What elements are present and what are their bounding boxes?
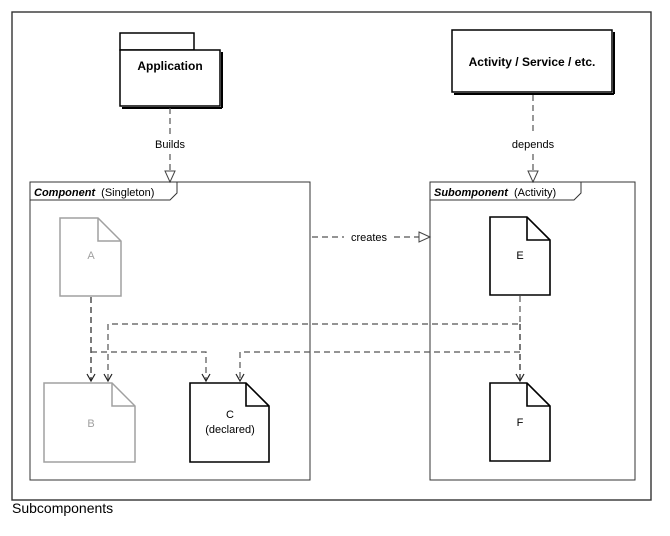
arrow-a-to-c bbox=[91, 351, 211, 383]
subcomponent-qualifier: (Activity) bbox=[514, 187, 556, 199]
depends-edge: depends bbox=[512, 95, 555, 184]
document-c: C (declared) bbox=[189, 382, 270, 463]
svg-text:Subomponent (Activity): Subomponent (Activity) bbox=[434, 187, 556, 199]
depends-label: depends bbox=[512, 139, 555, 151]
svg-text:Component (Singleton): Component (Singleton) bbox=[34, 187, 154, 199]
builds-edge: Builds bbox=[155, 108, 185, 184]
dependency-arrows bbox=[86, 296, 525, 383]
document-a: A bbox=[59, 217, 122, 297]
subcomponent-frame: Subomponent (Activity) bbox=[429, 181, 636, 481]
document-e-label: E bbox=[516, 250, 523, 262]
arrow-to-c-from-subcomponent bbox=[235, 351, 520, 383]
document-f-label: F bbox=[517, 417, 524, 429]
diagram-caption: Subcomponents bbox=[12, 500, 114, 516]
creates-edge: creates bbox=[312, 231, 432, 244]
subcomponent-name: Subomponent bbox=[434, 187, 509, 199]
activity-label: Activity / Service / etc. bbox=[469, 55, 596, 69]
document-b-label: B bbox=[87, 418, 94, 430]
builds-label: Builds bbox=[155, 139, 185, 151]
document-c-sublabel: (declared) bbox=[205, 424, 255, 436]
component-qualifier: (Singleton) bbox=[101, 187, 154, 199]
document-f: F bbox=[489, 382, 551, 462]
component-frame: Component (Singleton) bbox=[29, 181, 311, 481]
outer-frame bbox=[11, 11, 652, 501]
application-label: Application bbox=[137, 59, 202, 73]
application-node: Application bbox=[119, 32, 223, 109]
document-b: B bbox=[43, 382, 136, 463]
component-name: Component bbox=[34, 187, 96, 199]
activity-node: Activity / Service / etc. bbox=[451, 29, 615, 95]
creates-label: creates bbox=[351, 232, 388, 244]
document-c-label: C bbox=[226, 409, 234, 421]
arrow-e-to-b bbox=[103, 296, 521, 383]
document-e: E bbox=[489, 216, 551, 296]
document-a-label: A bbox=[87, 250, 95, 262]
